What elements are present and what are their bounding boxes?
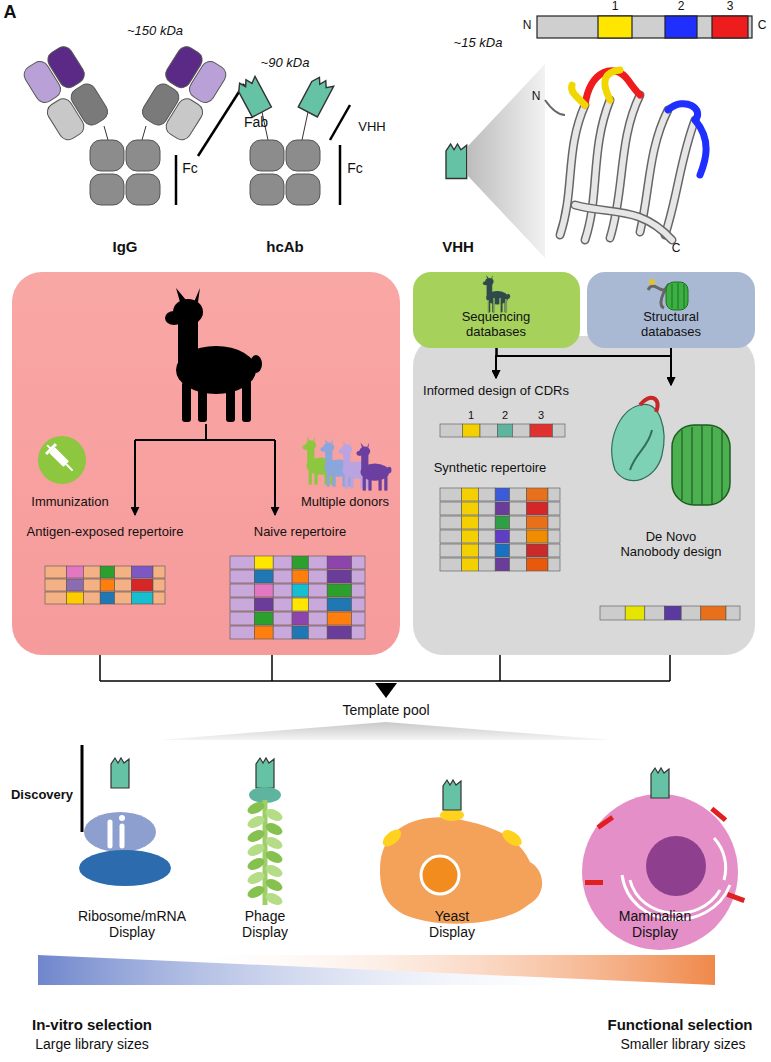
node-text: Sequencing databases	[446, 310, 546, 340]
node-text: Synthetic repertoire	[434, 461, 547, 476]
annotation-label: Fab	[244, 114, 268, 130]
annotation-label: Template pool	[342, 702, 429, 718]
annotation-label: A	[4, 2, 17, 23]
node-text: De Novo Nanobody design	[619, 530, 723, 560]
annotation-label: Fc	[347, 160, 363, 176]
annotation-label: Smaller library sizes	[620, 1036, 745, 1052]
database-box: Sequencing databases	[413, 272, 580, 348]
callout-number: 1	[612, 0, 619, 14]
annotation-label: Discovery	[11, 788, 73, 803]
callout-number: N	[532, 90, 541, 104]
callout-number: C	[758, 19, 767, 33]
connector-arrow	[497, 348, 672, 385]
method-label: Ribosome/mRNA Display	[76, 908, 188, 940]
connector-arrow	[496, 348, 671, 378]
callout-number: 2	[678, 0, 685, 14]
node-text: Multiple donors	[301, 495, 389, 510]
node-text: Naive repertoire	[254, 525, 347, 540]
annotation-label: IgG	[113, 238, 138, 255]
node-text: Immunization	[31, 495, 108, 510]
annotation-label: Large library sizes	[35, 1036, 149, 1052]
callout-number: 3	[538, 409, 544, 422]
node-text: Antigen-exposed repertoire	[27, 525, 184, 540]
design-step: De Novo Nanobody design	[601, 385, 741, 570]
callout-number: 3	[727, 0, 734, 14]
node-text: Informed design of CDRs	[423, 384, 569, 399]
callout-number: 1	[468, 409, 474, 422]
annotation-label: ~90 kDa	[261, 56, 310, 71]
method-label: Mammalian Display	[611, 908, 699, 940]
annotation-label: hcAb	[266, 238, 304, 255]
node-text: Structural databases	[621, 310, 721, 340]
annotation-label: In-vitro selection	[32, 1016, 152, 1033]
annotation-label: ~15 kDa	[454, 36, 503, 51]
connector-arrow	[670, 348, 672, 385]
annotation-label: VHH	[358, 120, 385, 135]
callout-number: N	[523, 19, 532, 33]
design-panel: Synthetic repertoire Informed design of C…	[413, 336, 755, 655]
source-panel: Immunization Multiple donorsAntigen-expos…	[12, 272, 400, 655]
design-step: Informed design of CDRs	[411, 378, 581, 406]
callout-number: 2	[502, 409, 508, 422]
callout-number: C	[672, 242, 681, 256]
method-label: Yeast Display	[421, 908, 483, 940]
annotation-label: Functional selection	[607, 1016, 752, 1033]
annotation-label: VHH	[442, 238, 474, 255]
annotation-label: ~150 kDa	[127, 24, 183, 39]
database-box: Structural databases	[587, 272, 755, 348]
annotation-label: Fc	[182, 160, 198, 176]
method-label: Phage Display	[234, 908, 296, 940]
